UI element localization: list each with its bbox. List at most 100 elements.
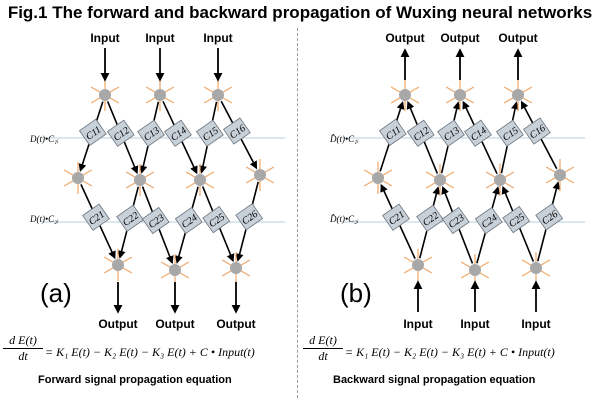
panel-a-box-upper-0: C11 [78,118,107,147]
panel-a-box-lower-1: C22 [116,204,145,232]
panel-b-box-upper-3: C14 [464,119,492,147]
panel-a-bottom-terminal-2: Output [216,317,255,331]
panel-a-node-mid-1-circle [134,174,146,186]
panel-b-caption: Backward signal propagation equation [333,374,536,386]
panel-b-box-lower-0: C21 [382,203,410,231]
panel-b-node-bottom-2-circle [530,262,542,274]
panel-b-box-rect-lower-1 [416,204,445,232]
panel-b-node-bottom-0 [403,249,433,281]
panel-b-box-rect-upper-1 [406,119,435,147]
panel-a-box-upper-4: C15 [195,119,224,147]
panel-b-node-top-2-circle [512,89,524,101]
panel-a-node-mid-3-circle [254,169,266,181]
panel-a-node-top-0 [90,79,120,111]
panel-b-side-label-1: D̂(t)•C₁ᵢ [329,134,359,144]
panel-a-box-upper-1: C12 [106,119,135,147]
panel-b-node-bottom-1-circle [469,264,481,276]
panel-b-node-mid-1-circle [434,174,446,186]
panel-b-node-top-1 [445,79,475,111]
panel-a-box-rect-lower-1 [116,204,145,232]
panel-divider [297,28,298,398]
panel-a-box-lower-5: C26 [235,203,264,231]
panel-b-box-rect-upper-5 [522,117,551,145]
panel-b-node-mid-0 [363,162,393,194]
panel-a-box-upper-5: C16 [222,117,251,145]
panel-a-box-rect-upper-3 [164,119,192,147]
panel-a-node-bottom-1-circle [169,264,181,276]
panel-a-node-top-1-circle [154,89,166,101]
panel-a-node-mid-1 [125,164,155,196]
panel-b-node-mid-0-circle [372,172,384,184]
panel-a-node-bottom-1 [160,254,190,286]
panel-b-box-rect-lower-0 [382,203,410,231]
panel-b-eq-lhs: d E(t) dt [303,333,343,364]
panel-a-eq-den: dt [18,349,28,363]
panel-a-panel-label: (a) [40,278,72,308]
panel-b-node-bottom-2 [521,252,551,284]
panel-a-eq-num: d E(t) [3,333,43,349]
panel-b-box-rect-upper-3 [464,119,492,147]
panel-b-box-upper-4: C15 [495,119,524,147]
panel-a-box-upper-2: C13 [137,119,165,147]
panel-b-top-terminal-0: Output [385,31,424,45]
panel-b-node-mid-2-circle [494,174,506,186]
panel-b-box-upper-0: C11 [378,118,407,147]
panel-b-node-top-0-circle [399,89,411,101]
panel-a-box-rect-lower-2 [141,206,170,235]
panel-a-box-rect-upper-0 [78,118,107,147]
panel-b-node-top-1-circle [454,89,466,101]
panel-b-eq-den: dt [318,349,328,363]
panel-a-node-top-2-circle [212,89,224,101]
panel-a-node-mid-2-circle [194,174,206,186]
panel-a-node-top-1 [145,79,175,111]
panel-a-bottom-terminal-1: Output [155,317,194,331]
panel-a-box-lower-3: C24 [174,206,203,235]
panel-a-node-bottom-0 [103,249,133,281]
panel-b-node-bottom-0-circle [412,259,424,271]
panel-a-top-terminal-2: Input [203,31,232,45]
panel-a-box-lower-0: C21 [82,203,110,231]
panel-a-box-upper-3: C14 [164,119,192,147]
panel-a-node-bottom-2 [221,252,251,284]
panel-a-caption: Forward signal propagation equation [38,374,232,386]
panel-a-eq-rhs: = K₁ E(t) − K₂ E(t) − K₃ E(t) + C • Inpu… [45,345,255,359]
panel-b-box-lower-5: C26 [535,203,564,231]
panel-b-top-terminal-1: Output [440,31,479,45]
panel-a-box-lower-4: C25 [202,205,231,234]
panel-a-box-rect-upper-2 [137,119,165,147]
panel-b-bottom-terminal-0: Input [403,317,432,331]
panel-b-box-upper-1: C12 [406,119,435,147]
panel-b-box-lower-4: C25 [502,205,531,234]
figure-title: Fig.1 The forward and backward propagati… [7,3,593,22]
panel-b-bottom-terminal-2: Input [521,317,550,331]
panel-a-box-rect-lower-0 [82,203,110,231]
panel-a-side-label-1: D(t)•C₁ᵢ [29,134,59,144]
panel-a-node-top-0-circle [99,89,111,101]
panel-b-box-lower-1: C22 [416,204,445,232]
panel-b-node-bottom-1 [460,254,490,286]
panel-b-node-top-2 [503,79,533,111]
panel-b-box-rect-lower-4 [502,205,531,234]
panel-a-box-rect-upper-5 [222,117,251,145]
panel-b-node-mid-3-circle [554,169,566,181]
panel-a-node-top-2 [203,79,233,111]
panel-b-node-mid-2 [485,164,515,196]
panel-b-box-lower-2: C23 [441,206,470,235]
panel-b-eq-num: d E(t) [303,333,343,349]
panel-a-node-bottom-0-circle [112,259,124,271]
panel-a-side-label-2: D(t)•C₂ᵢ [29,214,59,224]
panel-b-box-upper-5: C16 [522,117,551,145]
panel-b-node-mid-3 [545,159,575,191]
panel-b-bottom-terminal-1: Input [460,317,489,331]
panel-a-node-mid-0-circle [72,172,84,184]
panel-b-box-rect-upper-4 [495,119,524,147]
panel-a-box-rect-upper-4 [195,119,224,147]
panel-a-box-rect-lower-3 [174,206,203,235]
panel-b-node-top-0 [390,79,420,111]
panel-a-node-bottom-2-circle [230,262,242,274]
panel-a-top-terminal-1: Input [145,31,174,45]
panel-a-box-rect-upper-1 [106,119,135,147]
panel-a-bottom-terminal-0: Output [98,317,137,331]
